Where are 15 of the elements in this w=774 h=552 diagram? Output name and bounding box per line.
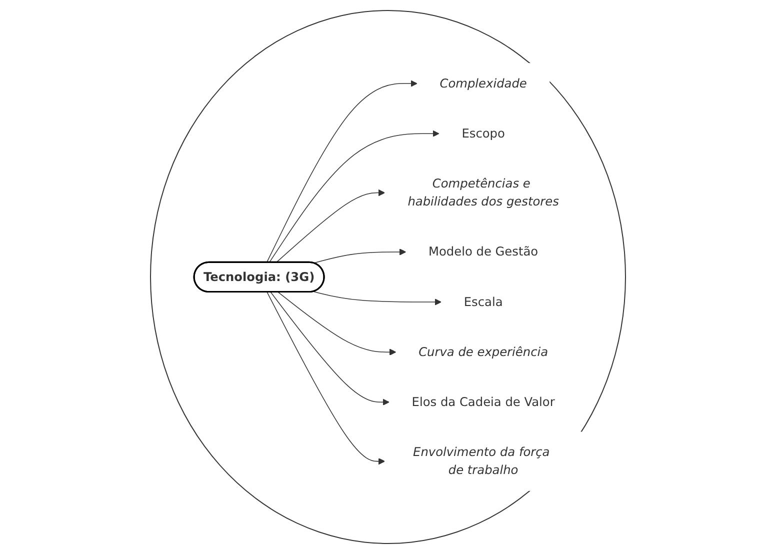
arrow [266,80,418,263]
arrow [276,189,385,263]
node-text: Escala [464,294,503,309]
arrow [270,292,390,406]
node-text: Escopo [462,126,505,140]
arrow [313,248,406,264]
node-text: Competências e habilidades dos gestores [408,176,559,209]
arrow [268,130,440,263]
node-text: Elos da Cadeia de Valor [412,394,555,409]
arrow [266,292,385,465]
arrow [313,291,442,306]
node-text: Curva de experiência [418,344,548,359]
outer-circle: Tecnologia: (3G) Complexidade Escopo Competências e habilidades dos gestores Modelo de Gestão Escala Curva de experiência Elos da Cadeia de Valor Envolvimento da força de trabalho [150,10,626,544]
node-text: Modelo de Gestão [428,244,538,259]
arrow [278,292,396,356]
